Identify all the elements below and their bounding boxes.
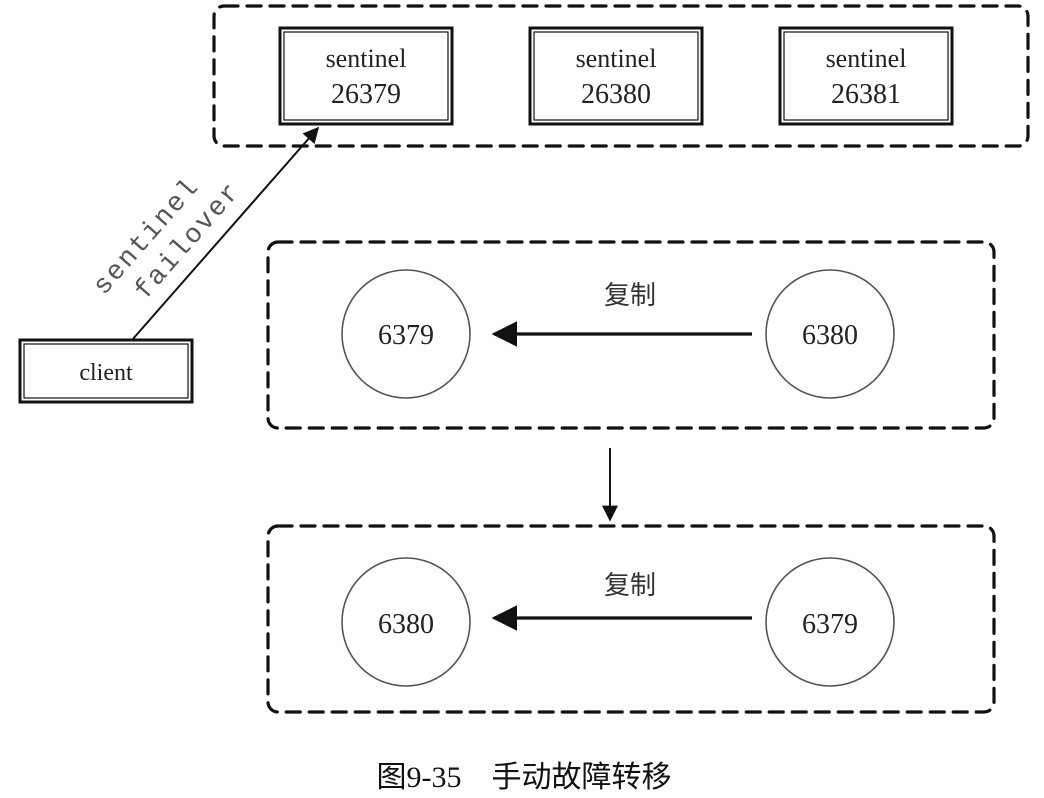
sentinel-node-26379: sentinel 26379 <box>278 26 454 126</box>
sentinel-name: sentinel <box>326 44 407 73</box>
figure-caption: 图9-35 手动故障转移 <box>377 761 672 794</box>
master-node-label: 6379 <box>378 320 434 351</box>
sentinel-group-border <box>212 4 1030 148</box>
sentinel-port: 26379 <box>331 79 401 110</box>
after-group-border <box>266 524 996 714</box>
sentinel-group: sentinel 26379 sentinel 26380 sentinel 2… <box>212 4 1030 148</box>
sentinel-name: sentinel <box>826 44 907 73</box>
sentinel-node-26380: sentinel 26380 <box>528 26 704 126</box>
after-failover-group: 6380 6379 复制 <box>266 524 996 714</box>
slave-node-label: 6379 <box>802 609 858 640</box>
before-group-border <box>266 240 996 430</box>
command-arrow <box>131 126 320 341</box>
sentinel-port: 26381 <box>831 79 901 110</box>
slave-node-circle <box>765 557 895 687</box>
client-node: client <box>18 338 194 404</box>
slave-node-label: 6380 <box>802 320 858 351</box>
sentinel-node-26381: sentinel 26381 <box>778 26 954 126</box>
client-label: client <box>79 360 133 386</box>
master-node-circle <box>341 269 471 399</box>
replication-label: 复制 <box>604 281 656 311</box>
master-node-circle <box>341 557 471 687</box>
sentinel-port: 26380 <box>581 79 651 110</box>
replication-label: 复制 <box>604 571 656 601</box>
slave-node-circle <box>765 269 895 399</box>
master-node-label: 6380 <box>378 609 434 640</box>
before-failover-group: 6379 6380 复制 <box>266 240 996 430</box>
sentinel-name: sentinel <box>576 44 657 73</box>
